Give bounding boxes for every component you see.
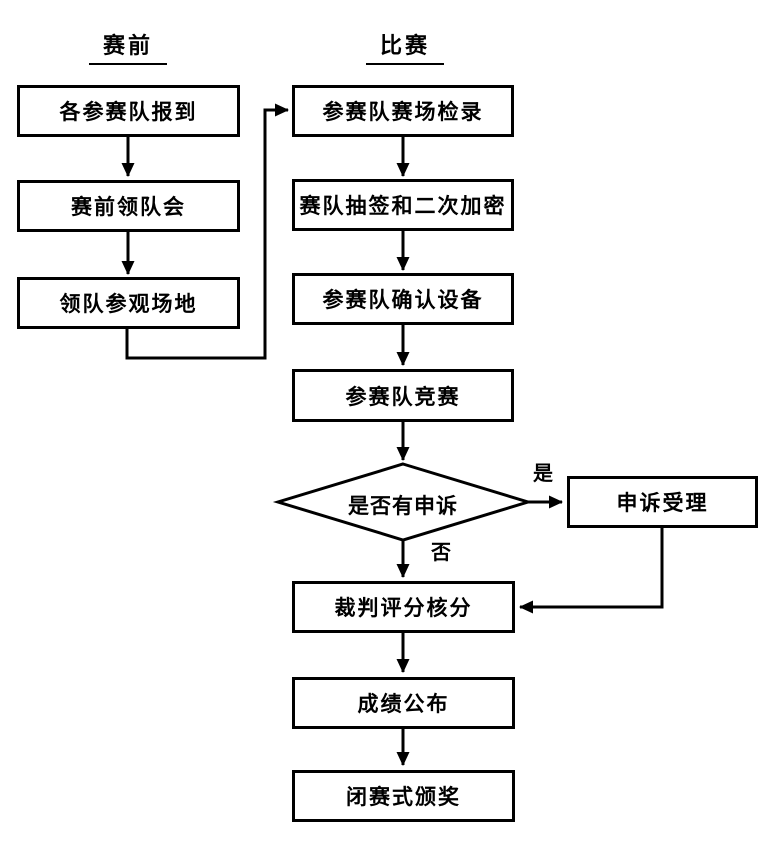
step-arena-checkin: 参赛队赛场检录 bbox=[292, 85, 514, 137]
phase-header-pre: 赛前 bbox=[88, 28, 168, 65]
step-closing-awards: 闭赛式颁奖 bbox=[292, 770, 515, 822]
step-appeal-handling: 申诉受理 bbox=[567, 476, 758, 528]
branch-label-yes: 是 bbox=[533, 463, 553, 485]
step-judge-scoring: 裁判评分核分 bbox=[292, 581, 515, 633]
branch-label-no: 否 bbox=[431, 542, 451, 564]
step-team-registration: 各参赛队报到 bbox=[17, 85, 240, 137]
decision-appeal-label: 是否有申诉 bbox=[348, 495, 458, 518]
step-competition: 参赛队竞赛 bbox=[292, 369, 514, 422]
step-draw-encryption: 赛队抽签和二次加密 bbox=[292, 179, 514, 231]
step-results-announcement: 成绩公布 bbox=[292, 677, 515, 729]
phase-header-match: 比赛 bbox=[365, 28, 445, 65]
step-equipment-confirm: 参赛队确认设备 bbox=[292, 273, 514, 325]
step-leader-meeting: 赛前领队会 bbox=[17, 180, 240, 232]
step-venue-visit: 领队参观场地 bbox=[17, 277, 240, 329]
